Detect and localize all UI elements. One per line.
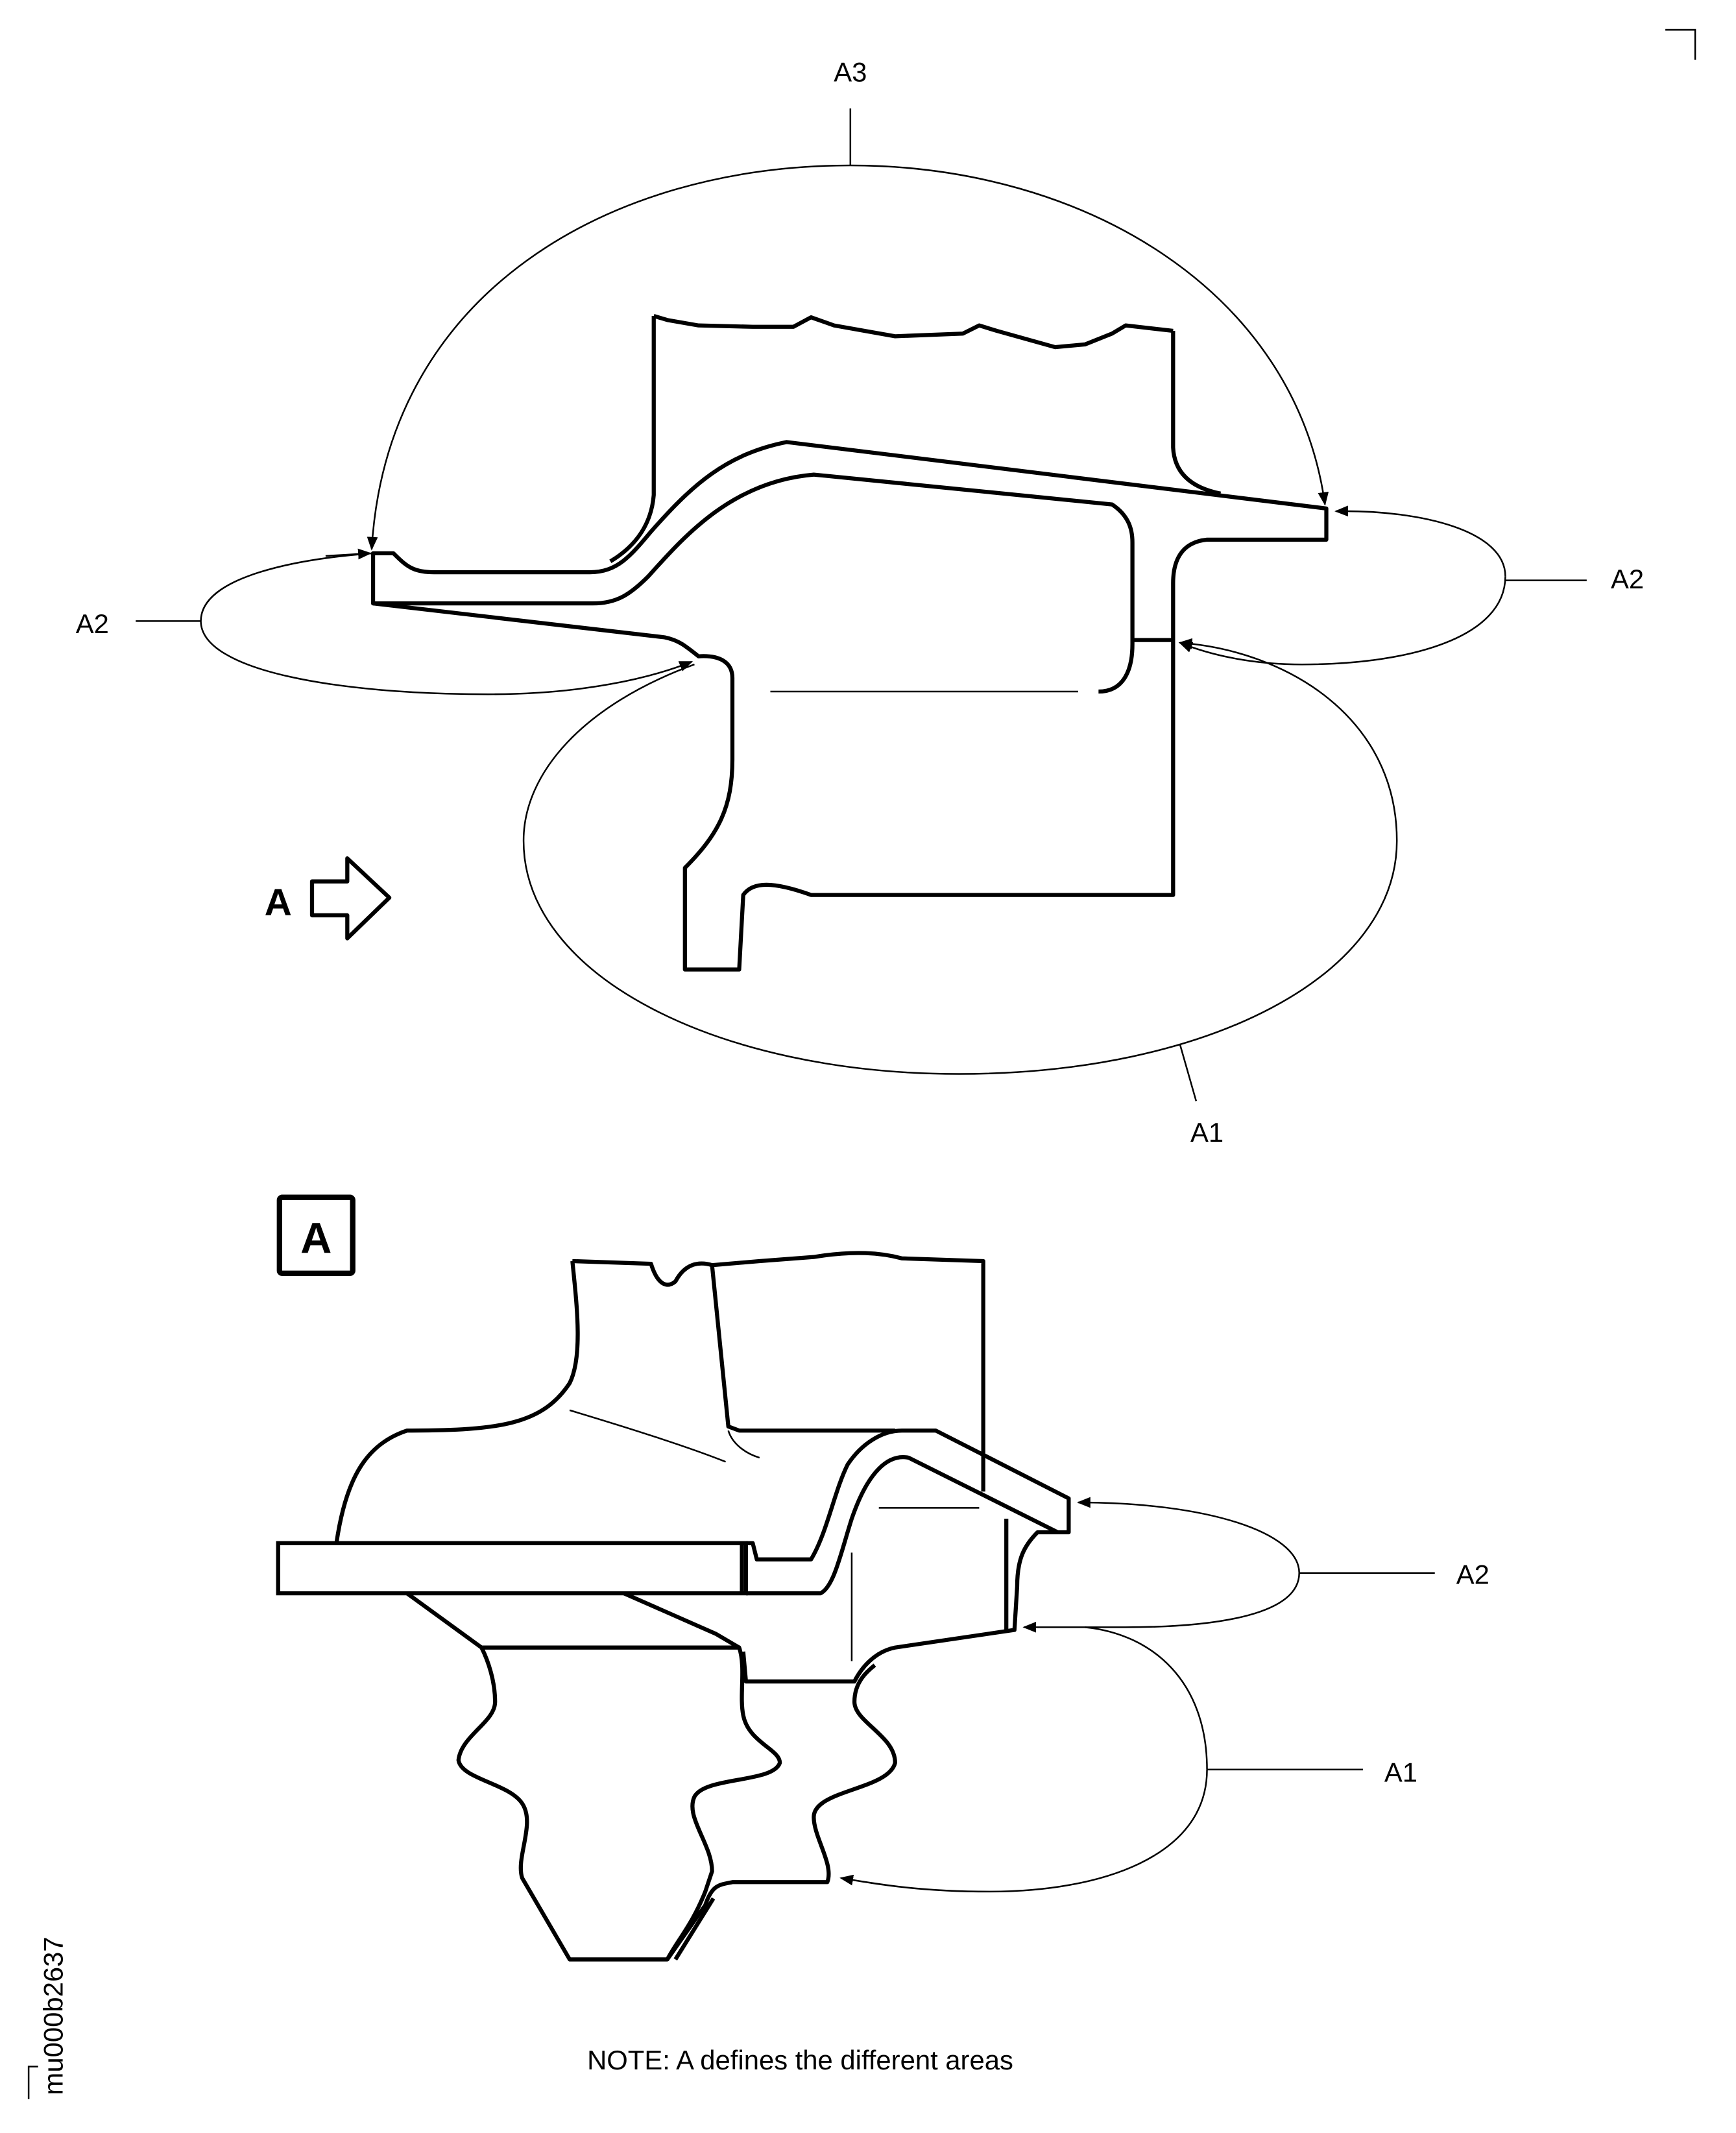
corner-mark-top-right — [1665, 29, 1696, 60]
view-a-box-label: A — [300, 1214, 332, 1262]
label-a2-right: A2 — [1611, 564, 1644, 594]
note-text: NOTE: A defines the different areas — [587, 2045, 1013, 2075]
label-a3: A3 — [834, 56, 867, 87]
label-a1-bottom: A1 — [1384, 1757, 1417, 1788]
view-arrow-label: A — [265, 882, 292, 924]
corner-mark-bottom-left — [27, 2066, 38, 2099]
label-a2-bottom: A2 — [1456, 1559, 1489, 1589]
view-a-box — [276, 1194, 356, 1276]
figure-id: mu000b2637 — [38, 1936, 68, 2095]
label-a1-top: A1 — [1190, 1117, 1224, 1148]
view-arrow-icon — [309, 856, 392, 941]
label-a2-left: A2 — [76, 609, 109, 639]
top-section-view: A3 A2 A2 A1 A — [76, 56, 1644, 1148]
view-a: A A2 A1 — [276, 1194, 1489, 1962]
